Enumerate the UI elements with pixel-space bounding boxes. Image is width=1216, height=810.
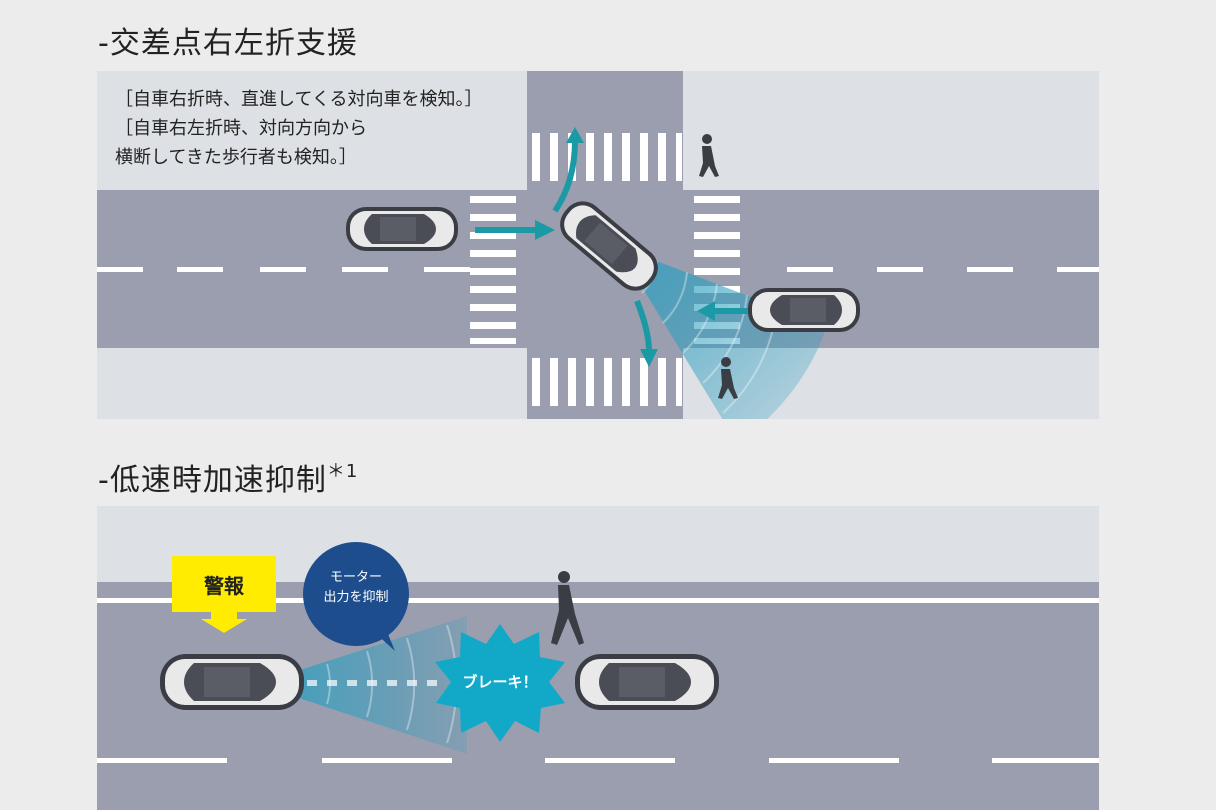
speech-line-1: モーター [329,570,382,585]
travel-arrows [475,140,757,352]
lane-dashes [97,758,1099,763]
lane-dashes [97,267,1099,272]
parked-car [575,654,719,710]
footnote-mark: ＊1 [326,461,359,482]
sensor-wave-lines [641,260,778,414]
crosswalk-left [470,196,516,344]
note-line-1: ［自車右折時、直進してくる対向車を検知。］ [115,89,483,110]
oncoming-right-car [748,288,860,332]
pedestrian [551,571,584,645]
sensor-detection-area [617,246,827,419]
sensor-detection-area [257,616,467,754]
warning-label-box [172,556,276,612]
arrow-heads [535,127,715,367]
section-heading-intersection: -交差点右左折支援 [98,26,358,61]
intersection-illustration [97,71,1099,419]
pedestrian-top [699,134,719,177]
note-line-2: ［自車右左折時、対向方向から [115,118,367,139]
warning-arrow [201,612,247,633]
speech-bubble [303,542,409,646]
sensor-beam-dashes [307,680,437,686]
ego-car [160,654,304,710]
intersection-diagram: ［自車右折時、直進してくる対向車を検知。］ ［自車右左折時、対向方向から 横断し… [97,71,1099,419]
speech-line-2: 出力を抑制 [323,590,389,605]
warning-label: 警報 [204,573,244,598]
low-speed-illustration [97,506,1099,810]
speech-bubble-tail [373,622,395,651]
oncoming-left-car [346,207,458,251]
brake-label: ブレーキ！ [462,673,538,691]
detection-note: ［自車右折時、直進してくる対向車を検知。］ ［自車右左折時、対向方向から 横断し… [115,85,483,172]
crosswalk-bottom [532,358,682,406]
heading-text: -低速時加速抑制 [98,463,327,498]
section-heading-low-speed: -低速時加速抑制＊1 [98,455,358,499]
brake-burst [435,624,565,742]
speech-bubble-text: モーター 出力を抑制 [303,568,409,608]
note-line-3: 横断してきた歩行者も検知。］ [115,147,357,168]
low-speed-diagram: 警報 モーター 出力を抑制 ブレーキ！ [97,506,1099,810]
pedestrian-bottom [718,357,738,399]
edge-line [97,598,1099,603]
crosswalk-top [532,133,682,181]
